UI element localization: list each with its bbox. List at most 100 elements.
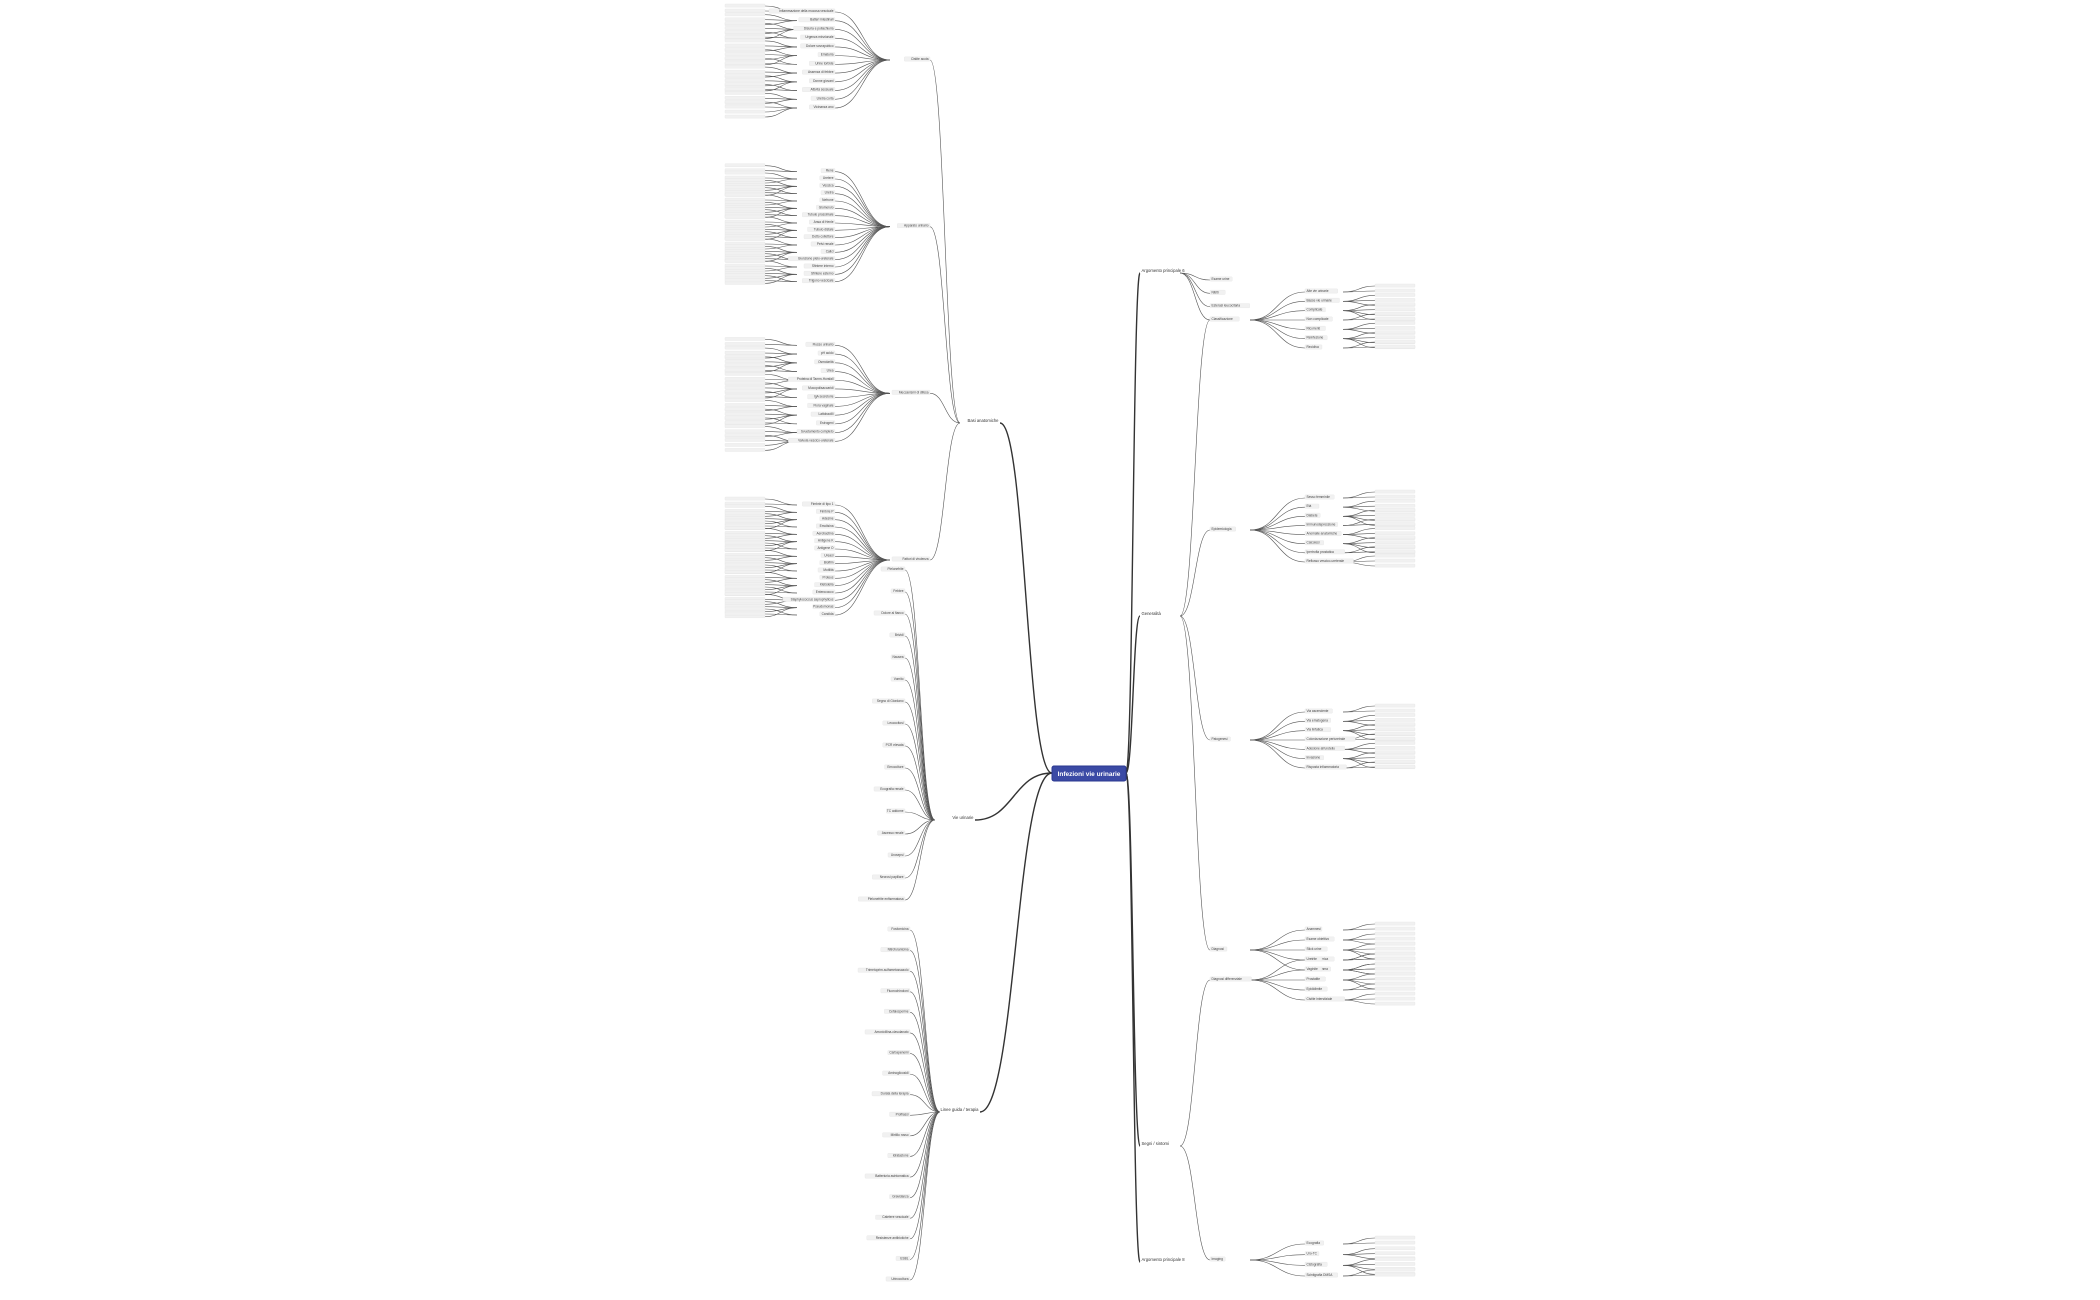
topic-node[interactable]: Urinocoltura [885, 1276, 911, 1282]
detail-node[interactable] [724, 606, 766, 611]
detail-node[interactable] [724, 3, 766, 8]
topic-node[interactable]: Ascesso renale [877, 830, 906, 836]
topic-node[interactable]: Aminoglicosidi [882, 1070, 911, 1076]
subtopic-node[interactable]: Diabete [1304, 512, 1321, 518]
topic-node[interactable]: Meccanismi di difesa [891, 389, 931, 395]
subtopic-node[interactable]: Valvola vescico-ureterale [788, 437, 836, 443]
topic-node[interactable]: Patogenesi [1209, 736, 1231, 742]
detail-node[interactable] [1374, 1246, 1416, 1251]
topic-node[interactable]: Diagnosi differenziale [1209, 976, 1252, 982]
detail-node[interactable] [1374, 951, 1416, 956]
detail-node[interactable] [724, 599, 766, 604]
subtopic-node[interactable]: Enterococco [812, 589, 836, 595]
detail-node[interactable] [1374, 966, 1416, 971]
subtopic-node[interactable]: Emolisina [816, 523, 836, 529]
subtopic-node[interactable]: Proteina di Tamm-Horsfall [788, 376, 836, 382]
detail-node[interactable] [1374, 563, 1416, 568]
detail-node[interactable] [1374, 326, 1416, 330]
subtopic-node[interactable]: Calcolosi [1304, 540, 1324, 546]
detail-node[interactable] [1374, 946, 1416, 951]
subtopic-node[interactable]: Adesine [819, 516, 836, 522]
detail-node[interactable] [1374, 736, 1416, 741]
topic-node[interactable]: Catetere vescicale [875, 1214, 911, 1220]
topic-node[interactable]: Trimetoprim-sulfametossazolo [857, 967, 911, 973]
detail-node[interactable] [724, 26, 766, 30]
subtopic-node[interactable]: Antigene O [814, 545, 836, 551]
subtopic-node[interactable]: Esame obiettivo [1304, 936, 1335, 942]
subtopic-node[interactable]: Immunodepressione [1304, 522, 1338, 527]
subtopic-node[interactable]: Ipertrofia prostatica [1304, 549, 1345, 555]
detail-node[interactable] [724, 170, 766, 175]
topic-node[interactable]: Necrosi papillare [872, 874, 906, 880]
subtopic-node[interactable]: Osmolarità [814, 359, 836, 365]
detail-node[interactable] [1374, 316, 1416, 321]
subtopic-node[interactable]: Lattobacilli [810, 411, 836, 417]
detail-node[interactable] [724, 433, 766, 437]
subtopic-node[interactable]: Biofilm [819, 560, 836, 566]
topic-node[interactable]: Nitrofurantoina [880, 947, 911, 952]
topic-node[interactable]: Cefalosporine [884, 1009, 911, 1014]
detail-node[interactable] [724, 548, 766, 552]
subtopic-node[interactable]: Urea [820, 368, 836, 373]
subtopic-node[interactable]: Fimbrie di tipo 1 [802, 501, 836, 507]
subtopic-node[interactable]: Glomerulo [816, 204, 836, 210]
topic-node[interactable]: Fluorochinoloni [880, 988, 911, 994]
branch-node[interactable]: Argomento principale 6 [1142, 268, 1186, 273]
detail-node[interactable] [724, 415, 766, 420]
detail-node[interactable] [1374, 535, 1416, 540]
detail-node[interactable] [724, 342, 766, 346]
detail-node[interactable] [724, 163, 766, 168]
subtopic-node[interactable]: Prostatite [1304, 976, 1326, 982]
detail-node[interactable] [724, 403, 766, 407]
subtopic-node[interactable]: Ematuria [817, 52, 836, 57]
subtopic-node[interactable]: Vicinanza ano [809, 104, 836, 110]
subtopic-node[interactable]: Urine torbide [809, 61, 836, 66]
subtopic-node[interactable]: Vaginite [1304, 966, 1323, 972]
subtopic-node[interactable]: Scintigrafia DMSA [1304, 1272, 1338, 1278]
detail-node[interactable] [1374, 540, 1416, 545]
detail-node[interactable] [1374, 971, 1416, 976]
subtopic-node[interactable]: Epididimite [1304, 986, 1328, 992]
detail-node[interactable] [1374, 494, 1416, 499]
subtopic-node[interactable]: Anamnesi [1304, 926, 1323, 932]
detail-node[interactable] [1374, 921, 1416, 926]
detail-node[interactable] [724, 412, 766, 416]
detail-node[interactable] [1374, 344, 1416, 349]
detail-node[interactable] [1374, 764, 1416, 769]
topic-node[interactable]: Batteriuria asintomatica [864, 1173, 911, 1179]
subtopic-node[interactable]: Basse vie urinarie [1304, 297, 1340, 303]
detail-node[interactable] [1374, 503, 1416, 508]
subtopic-node[interactable]: Recidiva [1304, 344, 1323, 350]
detail-node[interactable] [724, 17, 766, 22]
detail-node[interactable] [1374, 526, 1416, 530]
detail-node[interactable] [1374, 339, 1416, 344]
detail-node[interactable] [724, 562, 766, 567]
detail-node[interactable] [724, 78, 766, 83]
subtopic-node[interactable]: Rene [820, 168, 836, 174]
detail-node[interactable] [1374, 741, 1416, 745]
detail-node[interactable] [724, 30, 766, 34]
detail-node[interactable] [724, 178, 766, 182]
detail-node[interactable] [724, 429, 766, 433]
detail-node[interactable] [724, 496, 766, 501]
detail-node[interactable] [1374, 321, 1416, 325]
detail-node[interactable] [724, 570, 766, 574]
subtopic-node[interactable]: Ecografia [1304, 1240, 1324, 1246]
subtopic-node[interactable]: Assenza di febbre [802, 69, 836, 75]
detail-node[interactable] [1374, 718, 1416, 722]
branch-node[interactable]: Vie urinarie [952, 815, 974, 820]
detail-node[interactable] [1374, 755, 1416, 760]
detail-node[interactable] [724, 372, 766, 376]
subtopic-node[interactable]: Giunzione pielo-ureterale [788, 256, 836, 262]
topic-node[interactable]: Pielonefrite enfisematosa [858, 896, 906, 902]
detail-node[interactable] [724, 91, 766, 95]
detail-node[interactable] [1374, 936, 1416, 941]
detail-node[interactable] [1374, 293, 1416, 297]
detail-node[interactable] [724, 443, 766, 447]
subtopic-node[interactable]: Anomalie anatomiche [1304, 531, 1342, 536]
topic-node[interactable]: Diagnosi [1209, 946, 1228, 952]
detail-node[interactable] [724, 96, 766, 100]
subtopic-node[interactable]: Uretra corta [810, 95, 836, 101]
detail-node[interactable] [724, 229, 766, 234]
detail-node[interactable] [1374, 1272, 1416, 1277]
